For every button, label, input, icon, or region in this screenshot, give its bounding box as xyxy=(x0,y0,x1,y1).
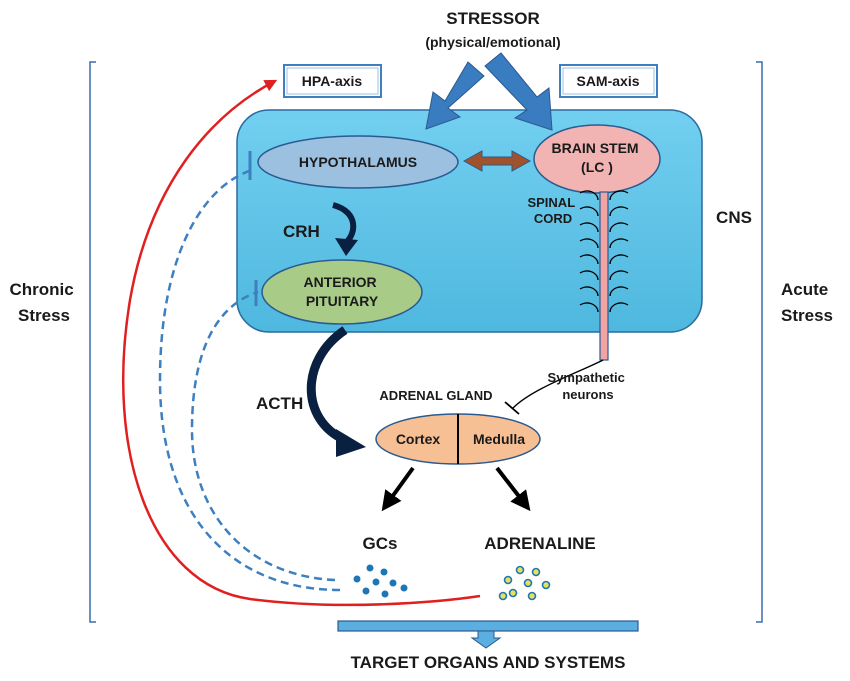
hypothalamus-node xyxy=(257,135,459,189)
crh-label: CRH xyxy=(283,222,320,241)
gc-molecules xyxy=(353,564,408,598)
gc-feedback-to-pituitary xyxy=(190,290,336,582)
stressor-arrow-sam xyxy=(484,52,553,131)
hypothalamus-label: HYPOTHALAMUS xyxy=(299,154,417,170)
brain-stem-node xyxy=(533,124,661,194)
cortex-to-gcs-arrow xyxy=(381,466,415,512)
cortex-label: Cortex xyxy=(396,431,441,447)
spinal-cord-label: SPINAL CORD xyxy=(527,195,578,226)
sam-axis-box xyxy=(559,64,658,98)
medulla-to-adrenaline-arrow xyxy=(495,466,531,512)
cns-label: CNS xyxy=(716,208,752,227)
gcs-label: GCs xyxy=(363,534,398,553)
chronic-bracket xyxy=(89,61,96,623)
sam-axis-label: SAM-axis xyxy=(576,73,639,89)
acute-bracket xyxy=(756,61,763,623)
hypothalamus-brainstem-arrow xyxy=(462,150,532,172)
spinal-cord-bar xyxy=(599,191,609,361)
stressor-subtitle: (physical/emotional) xyxy=(425,34,560,50)
anterior-pituitary-node xyxy=(261,259,423,325)
hpa-axis-label: HPA-axis xyxy=(302,73,363,89)
hpa-axis-box xyxy=(283,64,382,98)
gc-feedback-to-hypothalamus xyxy=(158,168,341,592)
medulla-label: Medulla xyxy=(473,431,525,447)
sympathetic-neuron-line xyxy=(512,359,604,409)
spinal-nerve-arcs xyxy=(579,190,629,313)
chronic-stress-label: Chronic Stress xyxy=(10,280,79,325)
acth-arrow xyxy=(306,326,348,445)
acute-stress-label: Acute Stress xyxy=(781,280,833,325)
sympathetic-neurons-label: Sympathetic neurons xyxy=(548,370,629,402)
stressor-title: STRESSOR xyxy=(446,9,540,28)
target-label: TARGET ORGANS AND SYSTEMS xyxy=(351,653,626,672)
anterior-pituitary-label: ANTERIOR PITUITARY xyxy=(303,274,380,309)
brain-stem-label: BRAIN STEM (LC ) xyxy=(551,140,642,175)
target-arrow xyxy=(470,630,502,649)
adrenal-gland-label: ADRENAL GLAND xyxy=(379,388,492,403)
adrenaline-label: ADRENALINE xyxy=(484,534,595,553)
stressor-arrow-hpa xyxy=(425,61,485,130)
target-bar xyxy=(337,620,639,632)
adrenaline-molecules xyxy=(498,565,551,601)
acth-label: ACTH xyxy=(256,394,303,413)
chronic-red-line xyxy=(122,79,481,607)
